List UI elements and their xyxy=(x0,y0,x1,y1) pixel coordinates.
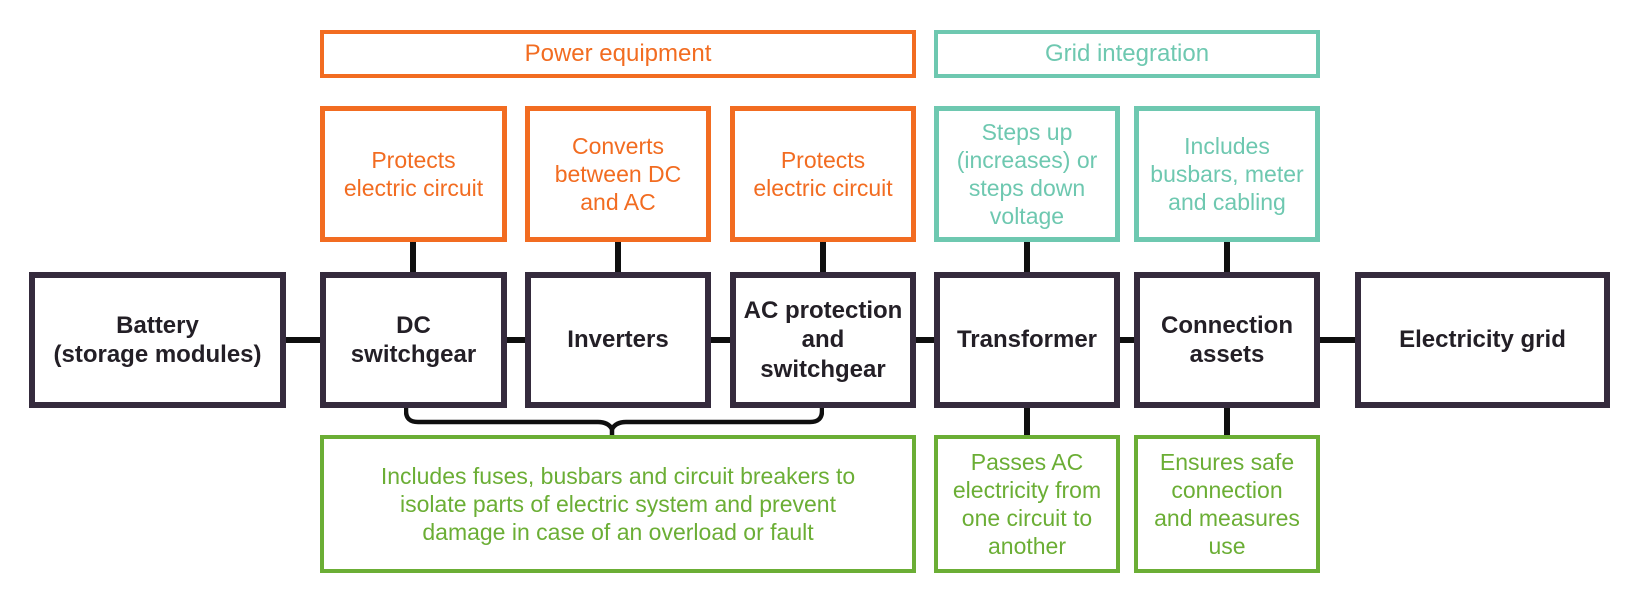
link-connection-grid xyxy=(1320,337,1355,343)
node-connection-assets-label: Connection assets xyxy=(1161,311,1293,368)
link-inverters-ac xyxy=(711,337,730,343)
node-transformer-label: Transformer xyxy=(956,326,1098,354)
node-inverters-label: Inverters xyxy=(567,326,669,354)
group-header-power-equipment: Power equipment xyxy=(320,30,916,78)
node-electricity-grid: Electricity grid xyxy=(1355,272,1610,408)
node-connection-assets: Connection assets xyxy=(1134,272,1320,408)
desc-dc-switchgear: Protects electric circuit xyxy=(320,106,507,242)
note-transformer: Passes AC electricity from one circuit t… xyxy=(934,435,1120,573)
desc-dc-switchgear-text: Protects electric circuit xyxy=(343,146,484,201)
stub-desc-connection-assets xyxy=(1224,242,1230,272)
node-transformer: Transformer xyxy=(934,272,1120,408)
group-header-grid-integration: Grid integration xyxy=(934,30,1320,78)
desc-connection-assets-text: Includes busbars, meter and cabling xyxy=(1150,132,1304,216)
stub-desc-transformer xyxy=(1024,242,1030,272)
node-battery: Battery (storage modules) xyxy=(29,272,286,408)
node-dc-switchgear-label: DC switchgear xyxy=(350,311,477,368)
link-battery-dc xyxy=(286,337,320,343)
desc-ac-protection-text: Protects electric circuit xyxy=(753,146,893,201)
desc-inverters: Converts between DC and AC xyxy=(525,106,711,242)
link-dc-inverters xyxy=(507,337,525,343)
stub-desc-dc-switchgear xyxy=(410,242,416,272)
desc-ac-protection: Protects electric circuit xyxy=(730,106,916,242)
node-electricity-grid-label: Electricity grid xyxy=(1399,326,1566,354)
grid-integration-label: Grid integration xyxy=(1044,40,1210,68)
note-switchgear-group-text: Includes fuses, busbars and circuit brea… xyxy=(380,462,856,546)
stub-transformer-note xyxy=(1024,408,1030,435)
desc-inverters-text: Converts between DC and AC xyxy=(554,132,682,216)
node-dc-switchgear: DC switchgear xyxy=(320,272,507,408)
stub-desc-inverters xyxy=(615,242,621,272)
link-ac-transformer xyxy=(916,337,934,343)
link-transformer-connection xyxy=(1120,337,1134,343)
brace-connector xyxy=(404,408,824,435)
desc-connection-assets: Includes busbars, meter and cabling xyxy=(1134,106,1320,242)
note-transformer-text: Passes AC electricity from one circuit t… xyxy=(952,448,1102,560)
node-battery-label: Battery (storage modules) xyxy=(53,311,262,368)
note-connection-assets-text: Ensures safe connection and measures use xyxy=(1154,448,1300,560)
note-switchgear-group: Includes fuses, busbars and circuit brea… xyxy=(320,435,916,573)
node-ac-protection-label: AC protection and switchgear xyxy=(743,297,903,383)
node-inverters: Inverters xyxy=(525,272,711,408)
power-equipment-label: Power equipment xyxy=(524,40,712,68)
desc-transformer-text: Steps up (increases) or steps down volta… xyxy=(956,118,1098,230)
node-ac-protection: AC protection and switchgear xyxy=(730,272,916,408)
stub-desc-ac-protection xyxy=(820,242,826,272)
desc-transformer: Steps up (increases) or steps down volta… xyxy=(934,106,1120,242)
note-connection-assets: Ensures safe connection and measures use xyxy=(1134,435,1320,573)
stub-connection-note xyxy=(1224,408,1230,435)
